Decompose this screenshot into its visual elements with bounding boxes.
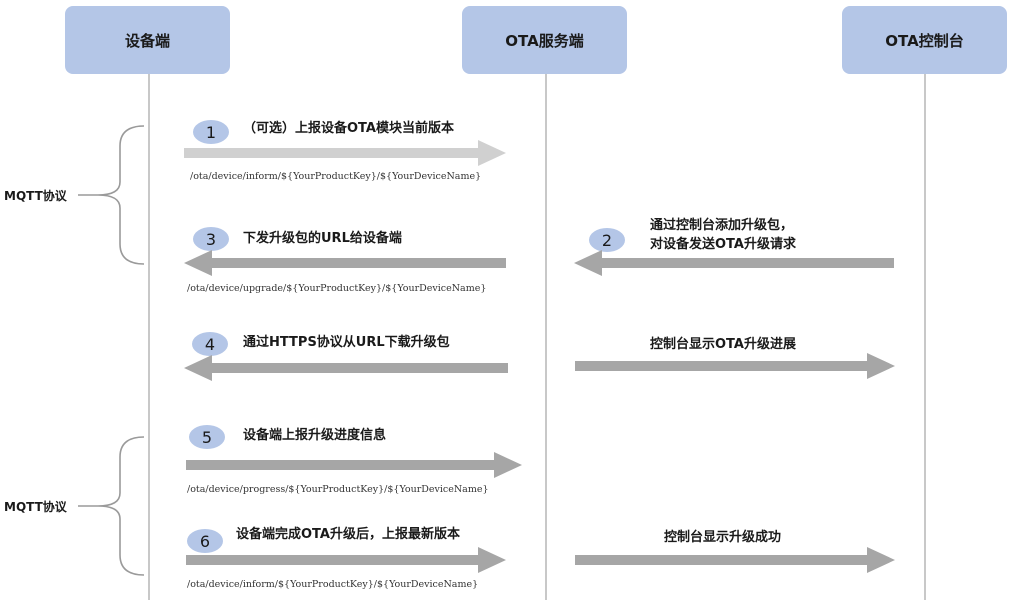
- step-6-console-arrow: [575, 547, 895, 573]
- step-5-topic: /ota/device/progress/${YourProductKey}/$…: [187, 484, 489, 495]
- step-2-label-line2: 对设备发送OTA升级请求: [650, 237, 796, 252]
- lane-device: 设备端: [65, 6, 230, 74]
- step-4-console-arrow: [575, 353, 895, 379]
- lane-console-label: OTA控制台: [885, 31, 964, 50]
- mqtt-label-bottom: MQTT协议: [4, 500, 67, 514]
- step-3-number: 3: [205, 229, 217, 249]
- step-3-arrow: [184, 250, 506, 276]
- step-4-label: 通过HTTPS协议从URL下载升级包: [243, 335, 450, 350]
- step-6-number: 6: [199, 531, 211, 551]
- lane-device-label: 设备端: [124, 31, 170, 50]
- mqtt-label-top: MQTT协议: [4, 189, 67, 203]
- step-6-topic: /ota/device/inform/${YourProductKey}/${Y…: [187, 579, 479, 590]
- step-6-console-label: 控制台显示升级成功: [664, 530, 782, 545]
- step-3-badge: 3: [193, 227, 229, 251]
- step-4-console-label: 控制台显示OTA升级进展: [650, 337, 796, 352]
- step-2-arrow: [574, 250, 894, 276]
- step-6-arrow: [186, 547, 506, 573]
- step-6-badge: 6: [187, 529, 223, 553]
- step-5-number: 5: [201, 427, 213, 447]
- step-1-label: （可选）上报设备OTA模块当前版本: [243, 121, 454, 136]
- step-1-number: 1: [205, 122, 217, 142]
- mqtt-brace-top: [78, 125, 145, 265]
- lifeline-server: [545, 74, 547, 600]
- lane-console: OTA控制台: [842, 6, 1007, 74]
- step-4-arrow: [184, 355, 508, 381]
- lane-server: OTA服务端: [462, 6, 627, 74]
- step-1-arrow: [184, 140, 506, 166]
- lane-server-label: OTA服务端: [505, 31, 584, 50]
- step-4-badge: 4: [192, 332, 228, 356]
- step-2-number: 2: [601, 230, 613, 250]
- step-2-badge: 2: [589, 228, 625, 252]
- lifeline-device: [148, 74, 150, 600]
- step-5-label: 设备端上报升级进度信息: [243, 428, 387, 443]
- step-5-badge: 5: [189, 425, 225, 449]
- mqtt-brace-bottom: [78, 436, 145, 576]
- step-1-badge: 1: [193, 120, 229, 144]
- step-1-topic: /ota/device/inform/${YourProductKey}/${Y…: [190, 171, 482, 182]
- step-3-topic: /ota/device/upgrade/${YourProductKey}/${…: [187, 283, 487, 294]
- lifeline-console: [924, 74, 926, 600]
- step-5-arrow: [186, 452, 522, 478]
- step-2-label-line1: 通过控制台添加升级包，: [650, 218, 794, 233]
- step-3-label: 下发升级包的URL给设备端: [243, 231, 402, 246]
- step-6-label: 设备端完成OTA升级后，上报最新版本: [236, 527, 460, 542]
- step-4-number: 4: [204, 334, 216, 354]
